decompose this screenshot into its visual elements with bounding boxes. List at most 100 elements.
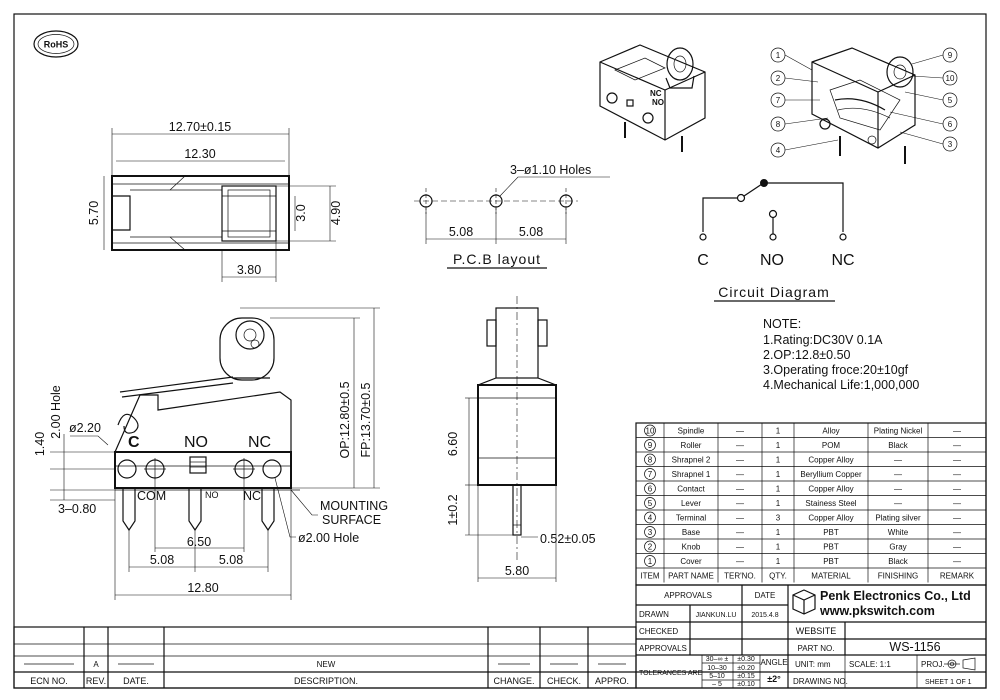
bom-item-number: 6 xyxy=(648,485,653,494)
rev-header: CHECK. xyxy=(547,676,581,686)
rev-header: APPRO. xyxy=(595,676,629,686)
tb-scale: SCALE: 1:1 xyxy=(849,660,891,669)
revision-block: A NEW ECN NO. REV. DATE. DESCRIPTION. CH… xyxy=(13,626,637,689)
callout-number: 5 xyxy=(948,96,953,105)
isometric-view-left: NO NC xyxy=(599,44,706,152)
bom-cell: — xyxy=(736,528,744,537)
bom-header: MATERIAL xyxy=(811,572,851,581)
callout-leader xyxy=(784,77,819,83)
bom-item-number: 8 xyxy=(648,456,653,465)
rev-header: REV. xyxy=(86,676,106,686)
bom-cell: Copper Alloy xyxy=(808,514,853,523)
bom-cell: Black xyxy=(888,441,909,450)
bom-cell: 1 xyxy=(776,485,781,494)
svg-text:NC: NC xyxy=(650,89,662,98)
bom-item-number: 1 xyxy=(648,557,653,566)
bom-item-number: 2 xyxy=(648,543,653,552)
bom-cell: Base xyxy=(682,528,701,537)
bom-cell: — xyxy=(736,427,744,436)
tb-tol-value: ±0.10 xyxy=(737,681,755,688)
notes-title: NOTE: xyxy=(763,317,801,331)
bom-cell: — xyxy=(736,514,744,523)
dim-5-80: 5.80 xyxy=(505,564,529,578)
dim-op: OP:12.80±0.5 xyxy=(338,381,352,458)
callout-bubble xyxy=(942,92,958,108)
callout-bubble xyxy=(770,116,786,132)
bom-cell: Lever xyxy=(681,499,701,508)
circuit-nc-label: NC xyxy=(831,252,854,269)
bom-item-bubble xyxy=(644,511,656,524)
dim-pitch-1: 5.08 xyxy=(150,553,174,567)
pin-com-label: COM xyxy=(137,489,166,503)
bom-cell: Cover xyxy=(680,557,702,566)
tb-company: Penk Electronics Co., Ltd xyxy=(820,589,971,603)
tb-part-no-label: PART NO. xyxy=(798,644,835,653)
tb-drawn: DRAWN xyxy=(639,610,669,619)
penk-logo xyxy=(792,589,816,615)
bom-cell: — xyxy=(953,514,961,523)
bom-item-bubble xyxy=(644,453,656,466)
rev-header: DESCRIPTION. xyxy=(294,676,358,686)
bom-item-bubble xyxy=(644,482,656,495)
bom-item-number: 4 xyxy=(648,514,653,523)
callout-number: 1 xyxy=(776,51,781,60)
callout-number: 6 xyxy=(948,120,953,129)
bom-cell: Shrapnel 1 xyxy=(672,470,711,479)
bom-cell: White xyxy=(888,528,909,537)
bom-cell: 1 xyxy=(776,499,781,508)
rev-new: NEW xyxy=(317,660,336,669)
callout-number: 4 xyxy=(776,146,781,155)
bom-header: QTY. xyxy=(769,572,787,581)
callout-bubble xyxy=(942,47,958,63)
bom-item-bubble xyxy=(644,540,656,553)
bom-cell: Gray xyxy=(889,543,906,552)
bom-cell: — xyxy=(736,470,744,479)
tb-tol-range: 5–10 xyxy=(709,673,725,680)
bom-cell: PBT xyxy=(823,528,839,537)
callout-leader xyxy=(899,131,944,145)
top-view: 12.70±0.15 12.30 5.70 3.0 4.90 3.80 xyxy=(87,120,343,282)
bom-cell: Plating Nickel xyxy=(874,427,923,436)
bom-cell: — xyxy=(736,456,744,465)
tb-proj: PROJ. xyxy=(921,660,945,669)
callout-number: 7 xyxy=(776,96,781,105)
projection-symbol-icon xyxy=(944,657,976,671)
pcb-title: P.C.B layout xyxy=(453,251,541,267)
mounting-label: MOUNTING xyxy=(320,499,388,513)
rev-header: DATE. xyxy=(123,676,149,686)
tb-checked: CHECKED xyxy=(639,627,678,636)
dim-d220: ø2.20 xyxy=(69,421,101,435)
callout-leader xyxy=(889,111,944,125)
bom-cell: 1 xyxy=(776,528,781,537)
pin-no-label: NO xyxy=(205,490,219,500)
callout-number: 2 xyxy=(776,74,781,83)
circuit-diagram: C NO NC Circuit Diagram xyxy=(697,179,855,302)
callout-bubble xyxy=(942,70,958,86)
surface-label: SURFACE xyxy=(322,513,381,527)
bom-cell: Copper Alloy xyxy=(808,456,853,465)
bom-item-number: 7 xyxy=(648,470,653,479)
pcb-layout: 5.08 5.08 3–ø1.10 Holes P.C.B layout xyxy=(414,163,610,269)
tb-tol-range: – 5 xyxy=(712,681,722,688)
callout-leader xyxy=(911,54,944,65)
dim-hole-200: ø2.00 Hole xyxy=(298,531,359,545)
pin-nc-label: NC xyxy=(243,489,261,503)
callout-number: 9 xyxy=(948,51,953,60)
dim-1-40: 1.40 xyxy=(33,432,47,456)
callout-bubble xyxy=(770,47,786,63)
bom-cell: Copper Alloy xyxy=(808,485,853,494)
bom-item-number: 9 xyxy=(648,441,653,450)
pcb-holes-label: 3–ø1.10 Holes xyxy=(510,163,591,177)
bom-cell: — xyxy=(894,485,902,494)
front-no-label: NO xyxy=(184,434,208,451)
callout-leader xyxy=(784,139,839,151)
front-view: C NO NC COM NO NC MOUNTING SURFACE 1.40 … xyxy=(33,307,388,600)
bom-cell: — xyxy=(736,557,744,566)
bom-cell: — xyxy=(953,499,961,508)
bom-cell: — xyxy=(894,470,902,479)
title-block: APPROVALS DATE DRAWN JIANKUN.LU 2015.4.8… xyxy=(635,584,987,689)
bom-cell: — xyxy=(953,543,961,552)
callout-leader xyxy=(904,91,944,101)
